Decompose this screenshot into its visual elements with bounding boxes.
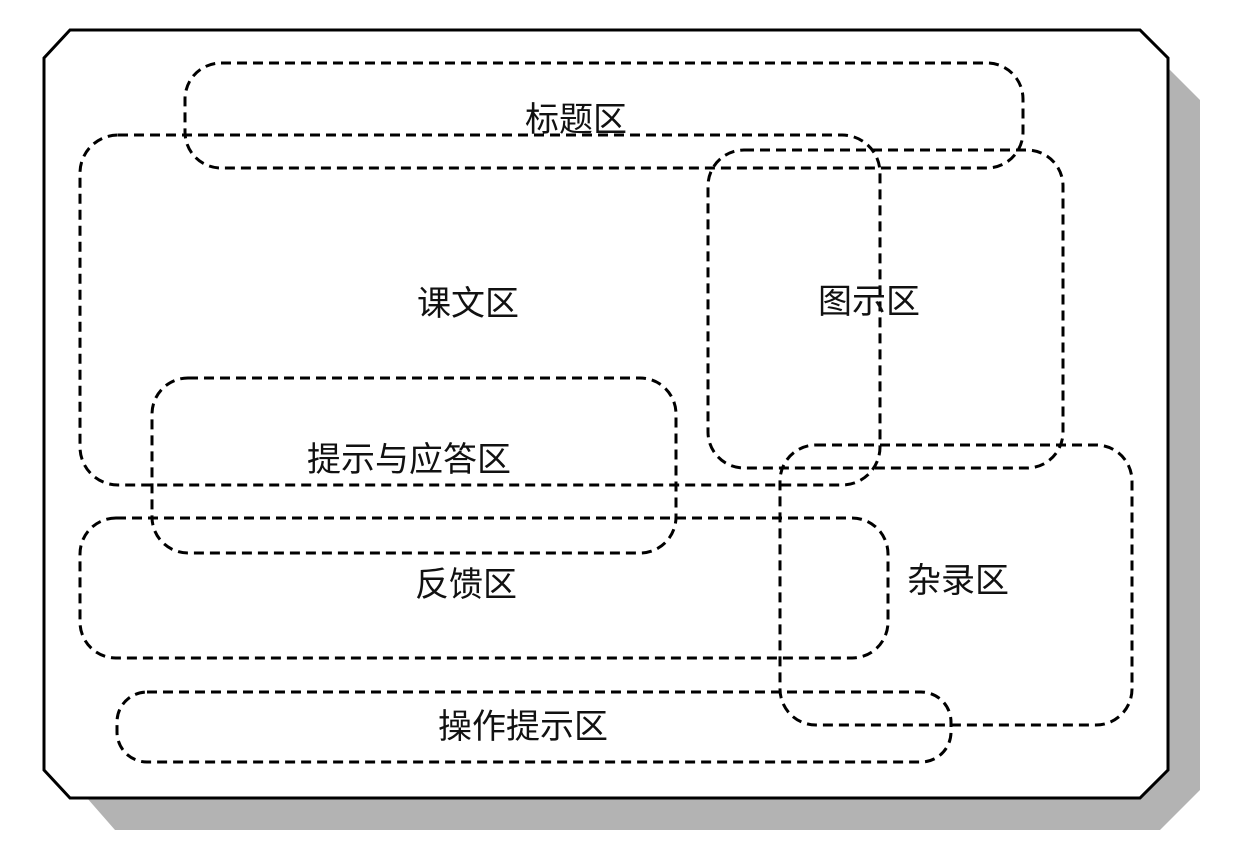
text-zone-label: 课文区	[417, 284, 519, 324]
operation-zone-label: 操作提示区	[438, 707, 608, 747]
misc-zone-outline	[778, 443, 1134, 727]
prompt-zone-outline	[150, 376, 678, 555]
operation-zone-outline	[115, 690, 953, 764]
text-zone-outline	[78, 133, 882, 487]
figure-zone-label: 图示区	[818, 282, 920, 322]
prompt-zone-label: 提示与应答区	[307, 440, 511, 480]
misc-zone-label: 杂录区	[907, 561, 1009, 601]
screen-frame	[42, 28, 1170, 800]
figure-zone-outline	[706, 148, 1065, 470]
feedback-zone-outline	[78, 516, 890, 660]
title-zone-label: 标题区	[525, 100, 627, 140]
feedback-zone-label: 反馈区	[415, 565, 517, 605]
title-zone-outline	[183, 61, 1025, 170]
